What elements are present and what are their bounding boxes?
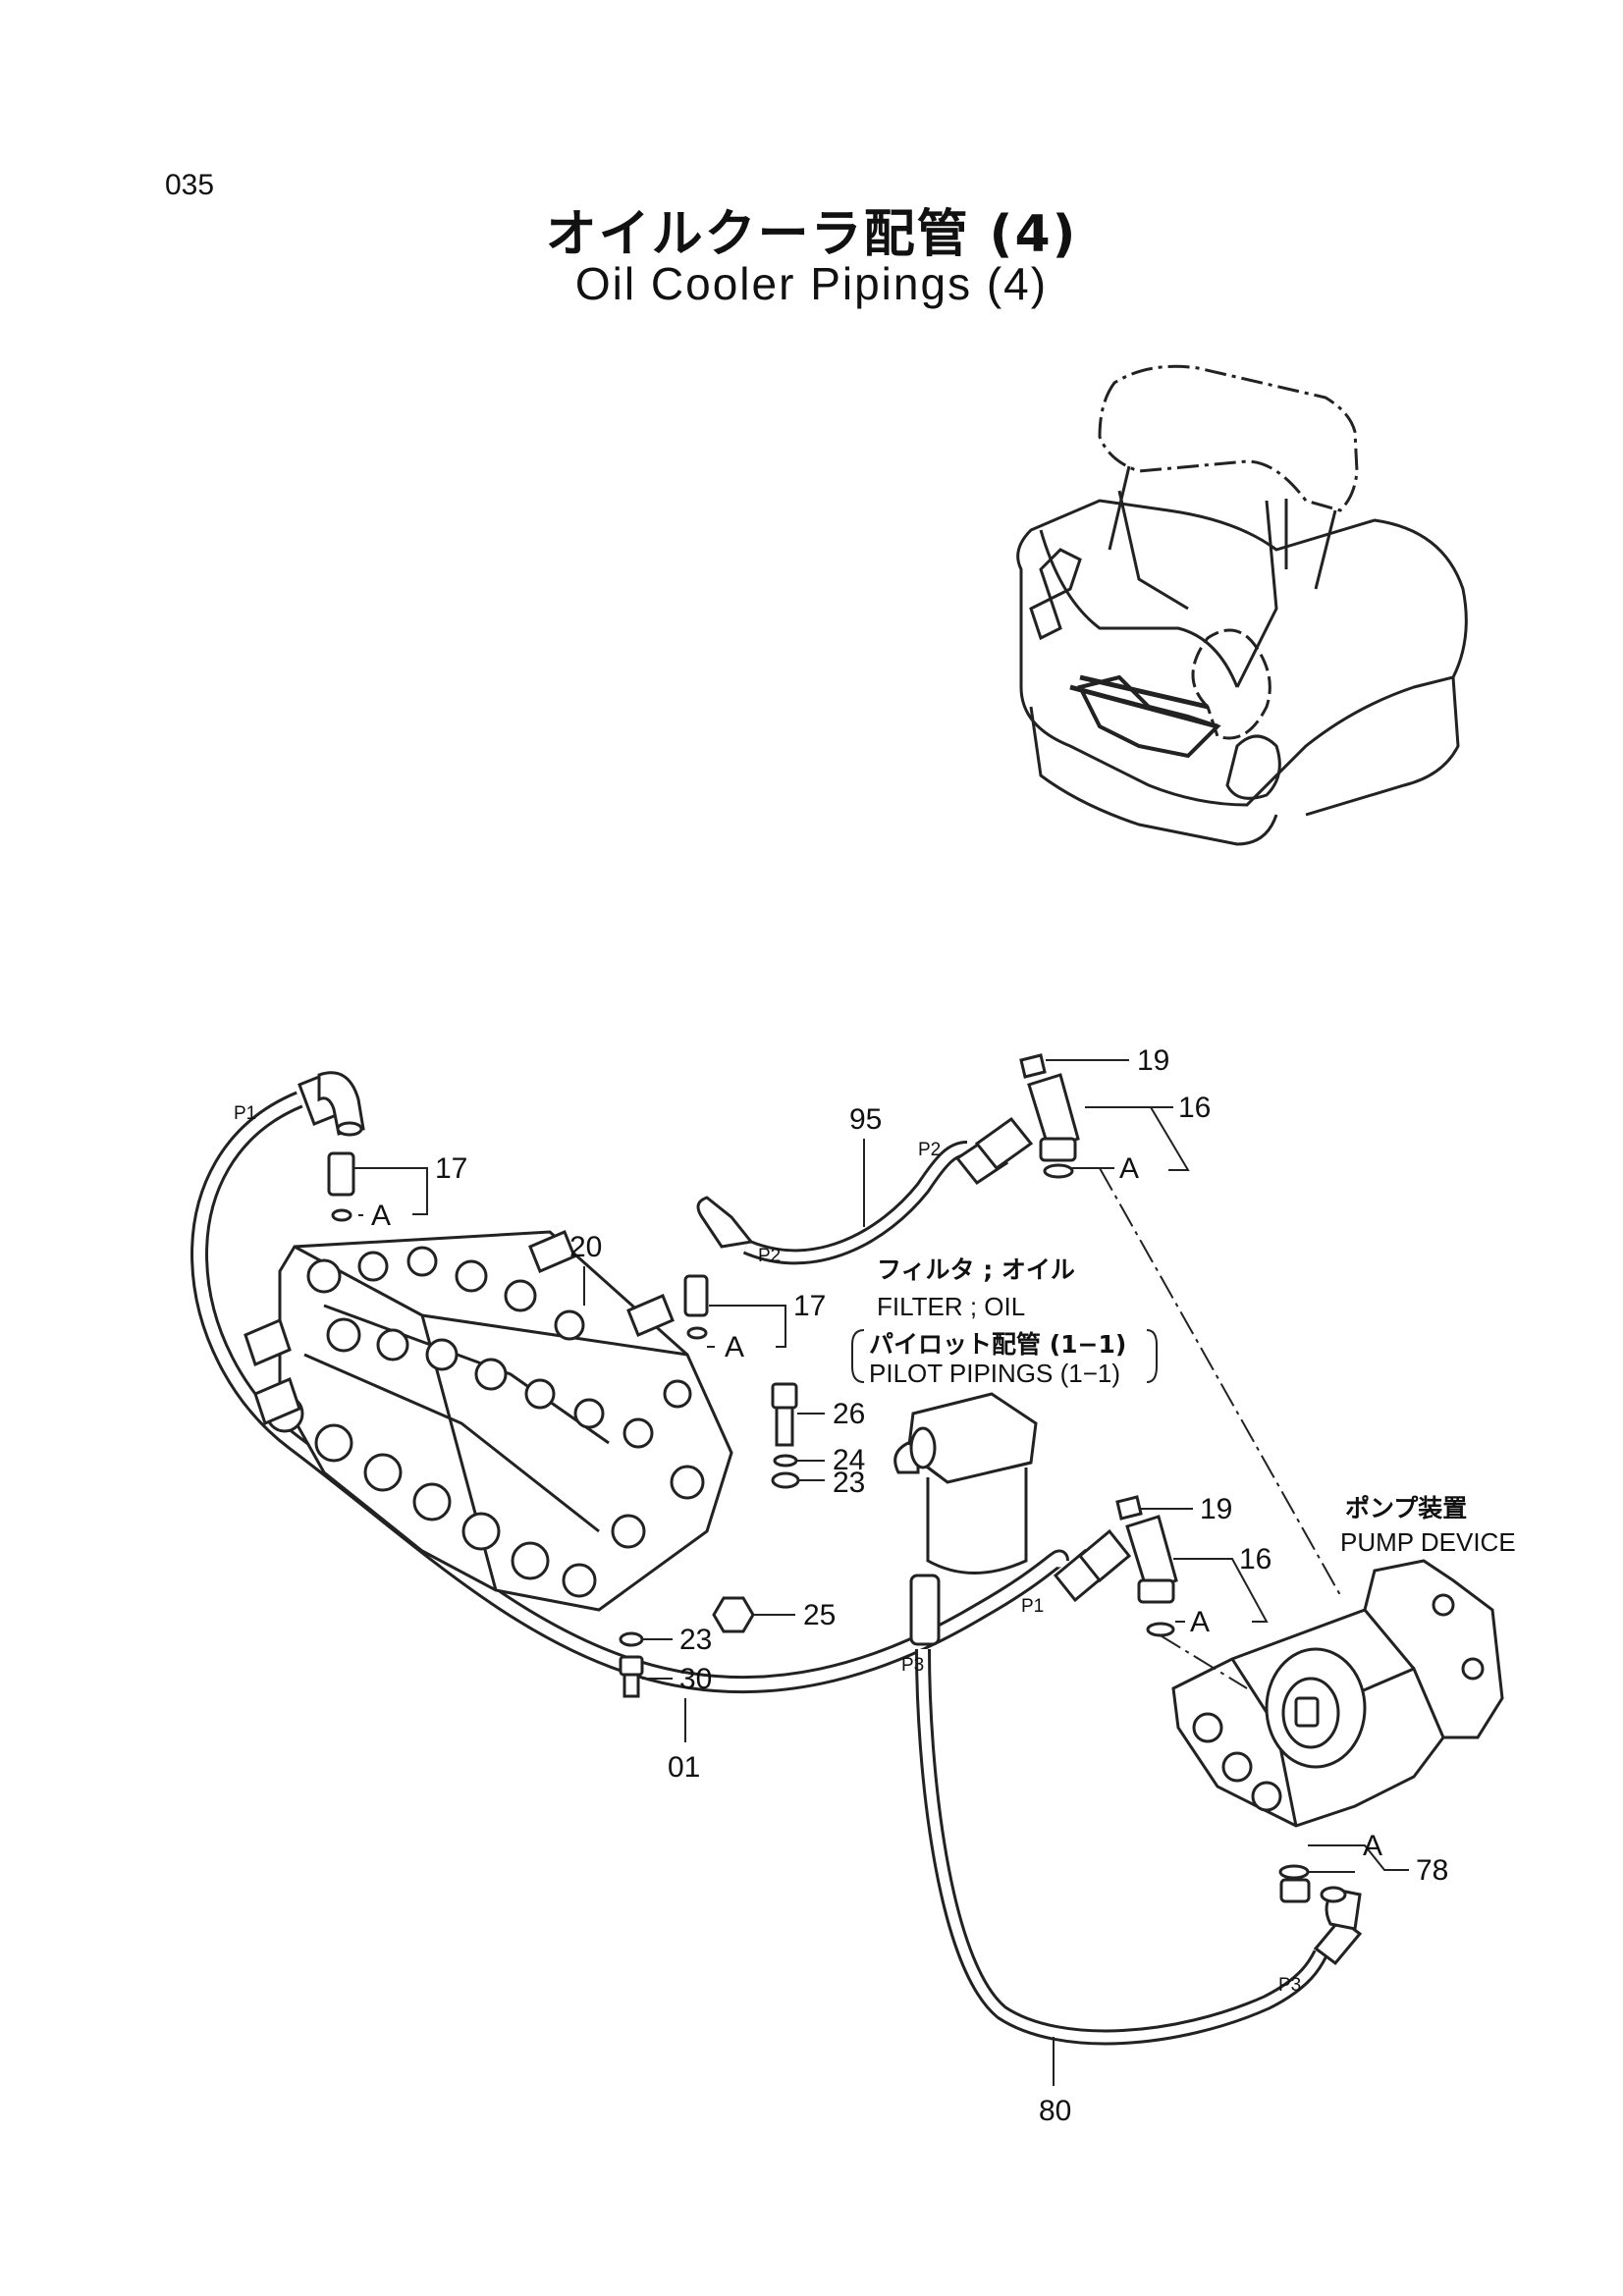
callout-78: 78 <box>1416 1854 1448 1887</box>
callout-95: 95 <box>849 1103 882 1136</box>
pump-device <box>1171 1559 1504 1828</box>
callout-23-right: 23 <box>833 1467 865 1499</box>
note-pump-japanese: ポンプ装置 <box>1345 1494 1467 1522</box>
callout-17-left: 17 <box>435 1152 467 1185</box>
leader-lines <box>353 1059 1409 2086</box>
reference-lines <box>1099 1167 1341 1689</box>
pipe-tag-p1-lower: P1 <box>1021 1596 1044 1617</box>
pump-note: ポンプ装置 PUMP DEVICE <box>1340 1494 1516 1557</box>
callout-25: 25 <box>803 1599 836 1631</box>
pipe-tag-p3-pump: P3 <box>1278 1975 1301 1996</box>
pipe-tag-p2-right: P2 <box>918 1140 941 1160</box>
oil-filter <box>893 1392 1038 1575</box>
callout-20: 20 <box>569 1231 602 1263</box>
pipe-tag-p2-left: P2 <box>758 1246 781 1266</box>
tag-a-lower-right: A <box>1190 1606 1210 1638</box>
hose-fittings <box>298 1053 1363 1966</box>
callout-23-lower: 23 <box>679 1624 712 1656</box>
page-title-japanese: オイルクーラ配管 (4) <box>545 205 1078 264</box>
hose-95 <box>742 1141 968 1265</box>
control-valve-20 <box>243 1230 733 1612</box>
callout-80: 80 <box>1039 2095 1071 2127</box>
callout-17-center: 17 <box>793 1290 826 1322</box>
pipe-port-tags: P1 P1 P2 P2 P3 P3 <box>234 1103 1301 1996</box>
callout-16-lower: 16 <box>1239 1543 1271 1575</box>
callout-30: 30 <box>679 1663 712 1695</box>
a-tags: A A A A A <box>371 1152 1382 1862</box>
note-pilot-english: PILOT PIPINGS (1−1) <box>869 1359 1120 1388</box>
callout-19-lower: 19 <box>1200 1493 1232 1525</box>
pipe-tag-p1-upper: P1 <box>234 1103 256 1124</box>
callout-16-upper: 16 <box>1178 1092 1211 1124</box>
callout-labels: 19 16 95 17 20 17 26 24 23 19 16 25 23 3… <box>435 1044 1448 2127</box>
filter-note: フィルタ ; オイル FILTER ; OIL パイロット配管 (1−1) PI… <box>851 1255 1158 1388</box>
callout-24: 24 <box>833 1444 865 1476</box>
hose-80 <box>915 1648 1328 2046</box>
page-number: 035 <box>165 169 215 201</box>
pipe-tag-p3-filter: P3 <box>901 1655 924 1676</box>
note-pump-english: PUMP DEVICE <box>1340 1527 1516 1557</box>
hose-01 <box>190 1091 1069 1694</box>
page-title-english: Oil Cooler Pipings (4) <box>574 258 1049 309</box>
tag-a-left: A <box>371 1200 391 1232</box>
callout-01: 01 <box>668 1751 700 1784</box>
callout-19-upper: 19 <box>1137 1044 1169 1077</box>
tag-a-upper-right: A <box>1119 1152 1139 1185</box>
callout-26: 26 <box>833 1398 865 1430</box>
note-pilot-japanese: パイロット配管 (1−1) <box>869 1330 1126 1359</box>
machine-overview-sketch <box>1016 364 1468 846</box>
note-filter-english: FILTER ; OIL <box>877 1292 1025 1321</box>
tag-a-center: A <box>725 1331 744 1363</box>
tag-a-pump: A <box>1363 1830 1382 1862</box>
note-filter-japanese: フィルタ ; オイル <box>877 1255 1075 1284</box>
